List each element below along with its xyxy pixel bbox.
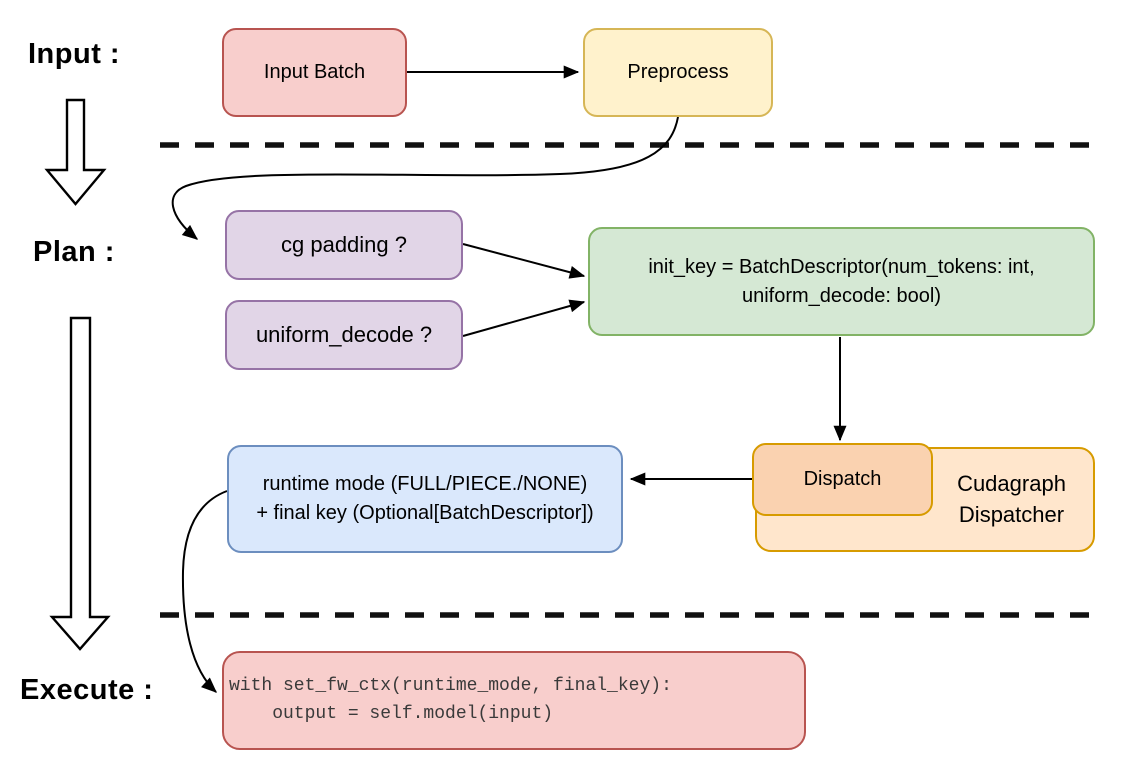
node-dispatch-label: Dispatch	[803, 468, 882, 490]
node-input-batch-label: Input Batch	[263, 61, 366, 83]
arrow-down-icon-input-to-plan	[44, 98, 107, 206]
node-init-key: init_key = BatchDescriptor(num_tokens: i…	[588, 227, 1095, 336]
connector-runtimeresult-to-executecode	[181, 490, 228, 693]
node-runtime-result: runtime mode (FULL/PIECE./NONE) + final …	[227, 445, 623, 553]
node-cg-padding-label: cg padding ?	[281, 232, 407, 258]
cudagraph-label-line1: Cudagraph	[957, 471, 1066, 497]
node-uniform-decode: uniform_decode ?	[225, 300, 463, 370]
execute-code-line2: output = self.model(input)	[229, 703, 554, 724]
node-input-batch: Input Batch	[222, 28, 407, 117]
connector-preprocess-to-cgpadding	[171, 116, 679, 240]
node-dispatch: Dispatch	[752, 443, 933, 516]
node-init-key-line2: uniform_decode: bool)	[741, 284, 941, 307]
node-init-key-line1: init_key = BatchDescriptor(num_tokens: i…	[648, 256, 1035, 279]
node-runtime-result-line2: + final key (Optional[BatchDescriptor])	[256, 502, 594, 524]
arrow-down-icon-plan-to-execute	[49, 316, 111, 651]
node-cudagraph-dispatcher-label: Cudagraph Dispatcher	[928, 447, 1095, 552]
node-execute-code: with set_fw_ctx(runtime_mode, final_key)…	[222, 651, 806, 750]
cudagraph-label-line2: Dispatcher	[958, 501, 1065, 527]
node-uniform-decode-label: uniform_decode ?	[255, 322, 433, 348]
node-cg-padding: cg padding ?	[225, 210, 463, 280]
stage-label-execute: Execute :	[20, 674, 154, 706]
node-preprocess: Preprocess	[583, 28, 773, 117]
connector-uniformdecode-to-initkey	[462, 299, 586, 337]
node-preprocess-label: Preprocess	[627, 61, 729, 83]
stage-label-plan: Plan :	[33, 236, 115, 268]
execute-code-line1: with set_fw_ctx(runtime_mode, final_key)…	[229, 675, 672, 696]
connector-cgpadding-to-initkey	[462, 243, 586, 279]
node-runtime-result-line1: runtime mode (FULL/PIECE./NONE)	[262, 473, 588, 495]
stage-label-input: Input :	[28, 38, 121, 70]
